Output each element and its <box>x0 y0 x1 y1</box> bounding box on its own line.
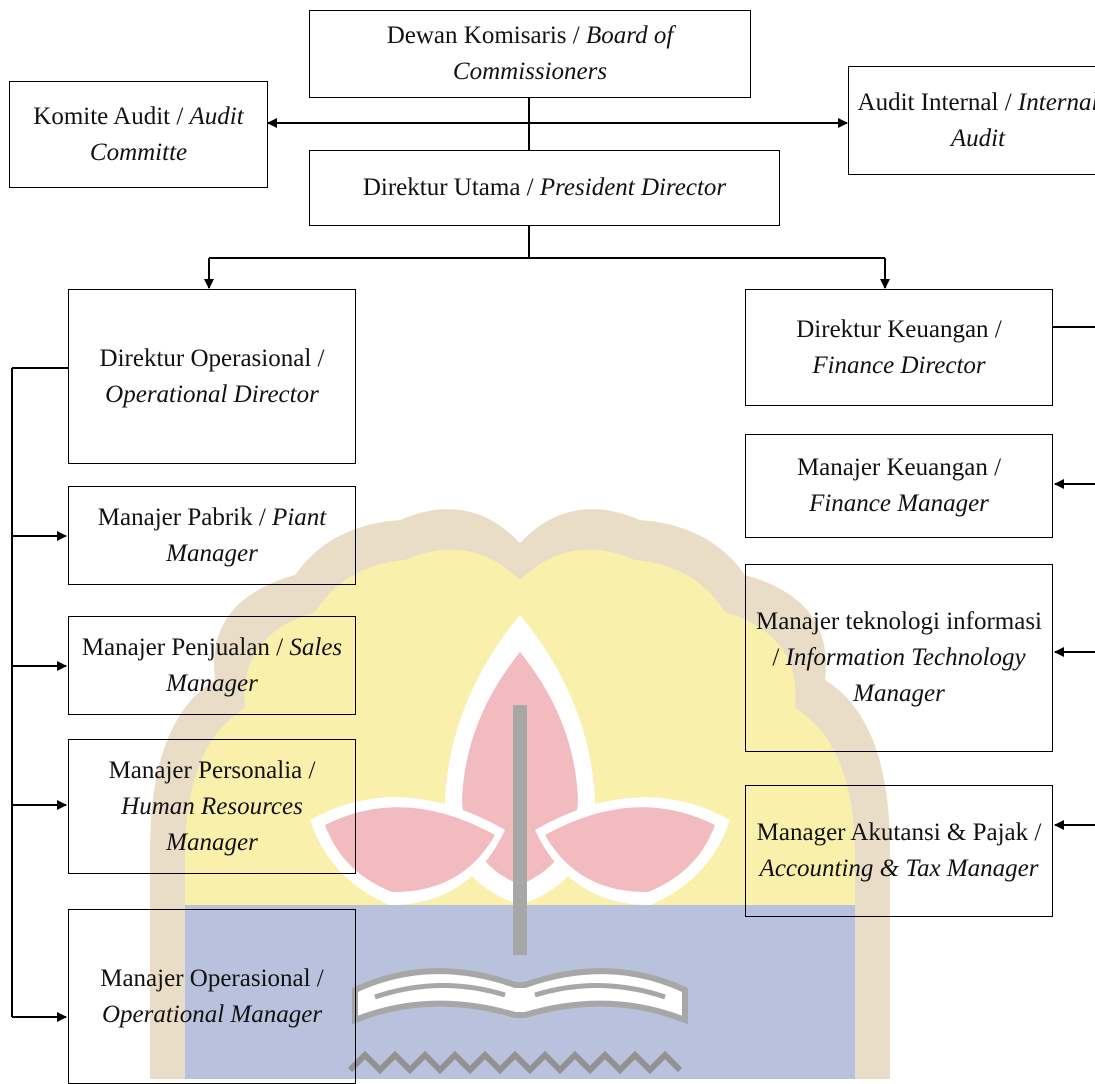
audit-committee-box: Komite Audit / Audit Committe <box>9 81 268 188</box>
watermark-waves <box>347 1050 683 1075</box>
plant-manager-box: Manajer Pabrik / Piant Manager <box>68 486 356 585</box>
watermark-right-petal-fill <box>545 807 715 893</box>
operational-director-box: Direktur Operasional / Operational Direc… <box>68 289 356 464</box>
finance-manager-box: Manajer Keuangan / Finance Manager <box>745 434 1053 538</box>
it-manager-box: Manajer teknologi informasi / Informatio… <box>745 564 1053 752</box>
sales-manager-box: Manajer Penjualan / Sales Manager <box>68 616 356 715</box>
internal-audit-box: Audit Internal / Internal Audit <box>848 66 1095 175</box>
operational-manager-box: Manajer Operasional / Operational Manage… <box>68 909 356 1084</box>
finance-director-box: Direktur Keuangan / Finance Director <box>745 289 1053 406</box>
accounting-tax-manager-box: Manager Akutansi & Pajak / Accounting & … <box>745 785 1053 917</box>
watermark-left-petal-fill <box>325 807 495 893</box>
president-director-box: Direktur Utama / President Director <box>309 150 780 226</box>
hr-manager-box: Manajer Personalia / Human Resources Man… <box>68 739 356 874</box>
watermark-book-lines <box>374 983 666 1000</box>
board-of-commissioners-box: Dewan Komisaris / Board of Commissioners <box>309 10 751 98</box>
watermark-pen-stem <box>513 705 527 955</box>
